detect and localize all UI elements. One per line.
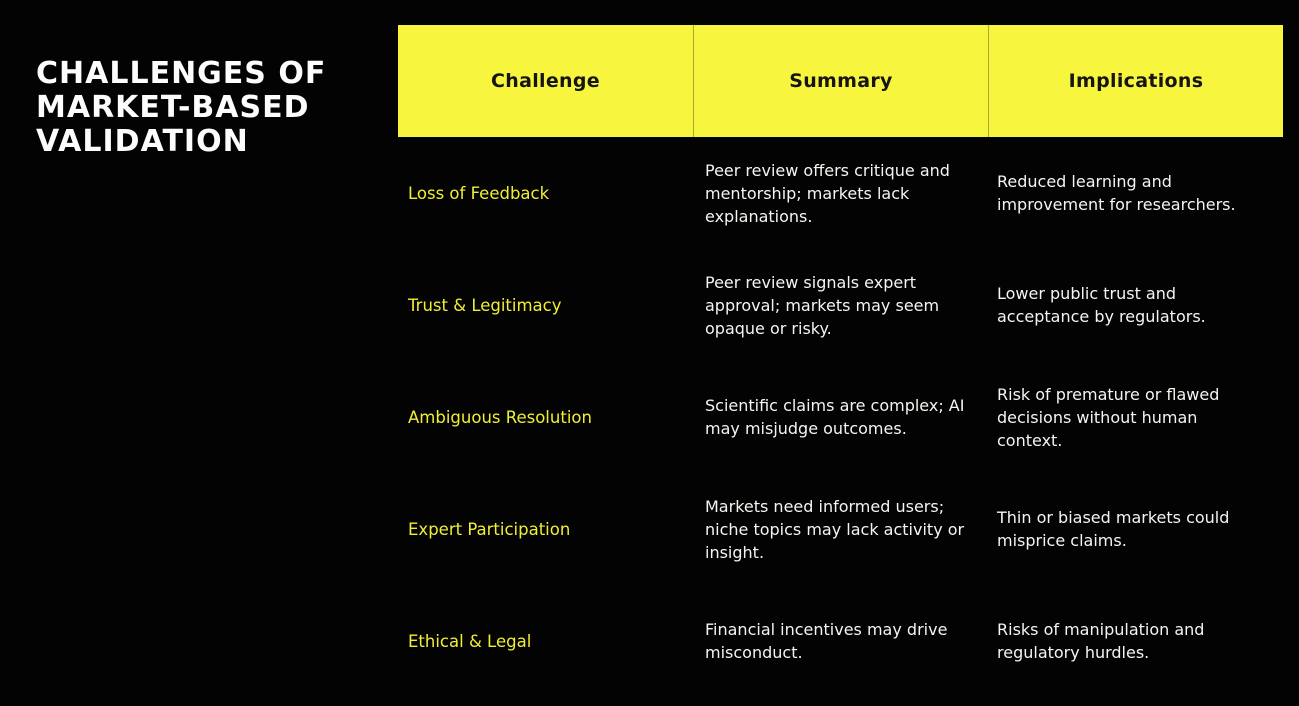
summary-cell: Markets need informed users; niche topic…	[705, 496, 965, 562]
challenge-cell: Expert Participation	[408, 519, 571, 539]
implications-cell: Risk of premature or flawed decisions wi…	[997, 384, 1220, 450]
summary-cell: Financial incentives may drive misconduc…	[705, 620, 948, 662]
implications-cell: Reduced learning and improvement for res…	[997, 172, 1236, 214]
table-row: Ambiguous Resolution Scientific claims a…	[398, 361, 1283, 473]
summary-cell: Peer review signals expert approval; mar…	[705, 272, 940, 338]
table-row: Loss of Feedback Peer review offers crit…	[398, 137, 1283, 249]
column-header-challenge: Challenge	[491, 70, 600, 92]
table-row: Expert Participation Markets need inform…	[398, 473, 1283, 585]
implications-cell: Thin or biased markets could misprice cl…	[997, 508, 1230, 550]
column-header-implications: Implications	[988, 25, 1283, 137]
table-row: Ethical & Legal Financial incentives may…	[398, 585, 1283, 697]
challenge-cell: Trust & Legitimacy	[408, 295, 562, 315]
implications-cell: Risks of manipulation and regulatory hur…	[997, 620, 1205, 662]
table-body: Loss of Feedback Peer review offers crit…	[398, 137, 1283, 697]
challenge-cell: Loss of Feedback	[408, 183, 550, 203]
summary-cell: Scientific claims are complex; AI may mi…	[705, 396, 965, 438]
slide-title: CHALLENGES OF MARKET-BASED VALIDATION	[36, 56, 327, 159]
summary-cell: Peer review offers critique and mentorsh…	[705, 160, 950, 226]
column-header-summary: Summary	[693, 25, 988, 137]
challenge-cell: Ambiguous Resolution	[408, 407, 592, 427]
implications-cell: Lower public trust and acceptance by reg…	[997, 284, 1206, 326]
challenges-table: Challenge Summary Implications Loss of F…	[398, 25, 1283, 697]
table-header-row: Challenge Summary Implications	[398, 25, 1283, 137]
challenge-cell: Ethical & Legal	[408, 631, 532, 651]
table-row: Trust & Legitimacy Peer review signals e…	[398, 249, 1283, 361]
